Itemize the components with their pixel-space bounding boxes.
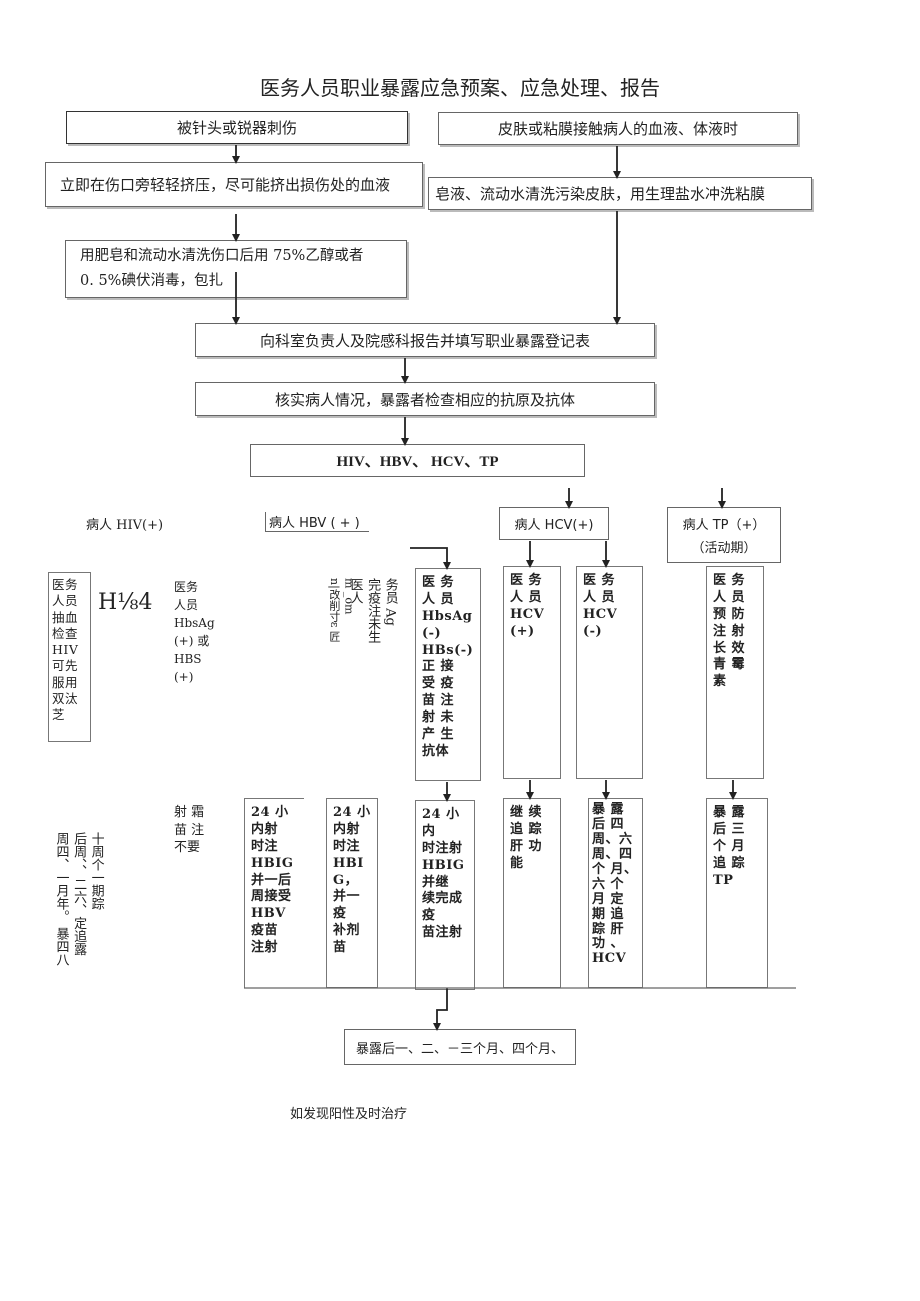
skin-contact-label: 皮肤或粘膜接触病人的血液、体液时	[497, 120, 738, 138]
tp-staff-text: 医 务 人 员 预 防 注 射 长 效 青 霉 素	[713, 573, 746, 690]
branch-hiv-label: 病人 HIV(+)	[86, 518, 164, 533]
hbv-mid-text: 务员 Ag 完疫注未生 医人	[347, 578, 398, 643]
followup-label: 暴露后一、二、－三个月、四个月、	[355, 1041, 564, 1057]
branch-tp-label-1: 病人 TP（+）	[682, 518, 766, 533]
hiv-mark: H⅛4	[98, 590, 153, 615]
hcv-negative-followup-box: 暴 露 后 四 周、六 周、四 个 月、 六 个 月 定 期 追 踪 肝 功 、…	[588, 798, 643, 988]
tp-followup-text: 暴 露 后 三 个 月 追 踪 TP	[713, 805, 746, 888]
hiv-followup-text: 十周个一期踪 后周、、二六、定追露 周四、一月年。 暴四八	[53, 832, 104, 967]
wash-skin-box: 皂液、流动水清洗污染皮肤，用生理盐水冲洗粘膜	[428, 177, 812, 210]
verify-box: 核实病人情况，暴露者检查相应的抗原及抗体	[195, 382, 655, 416]
wash-skin-label: 皂液、流动水清洗污染皮肤，用生理盐水冲洗粘膜	[435, 185, 766, 203]
branch-tp-label-2: （活动期）	[691, 541, 757, 556]
hbv-negative-text: 医 务 人 员 HbsAg (-) HBs(-) 正 接 受 疫 苗 注 射 未…	[422, 575, 474, 759]
hcv-positive-followup-text: 继 续 追 踪 肝 功 能	[510, 805, 543, 871]
conclusion-text: 如发现阳性及时治疗	[290, 1107, 408, 1122]
hbig-box-2: 24 小内射 时注 HBIG，并一疫 补剂苗	[326, 798, 378, 988]
hbig-text-2: 24 小内射 时注 HBIG，并一疫 补剂苗	[333, 805, 371, 956]
hbv-negative-box: 医 务 人 员 HbsAg (-) HBs(-) 正 接 受 疫 苗 注 射 未…	[415, 568, 481, 781]
hbig-box-3: 24 小内 时注射 HBIG 并继 续完成疫 苗注射	[415, 800, 475, 990]
hcv-positive-followup-box: 继 续 追 踪 肝 功 能	[503, 798, 561, 988]
arrow-to-followup	[433, 988, 448, 1031]
hcv-positive-text: 医 务 人 员 HCV (+)	[510, 573, 545, 639]
needle-injury-box: 被针头或锐器刺伤	[66, 111, 408, 144]
squeeze-wound-label: 立即在伤口旁轻轻挤压，尽可能挤出损伤处的血液	[60, 176, 391, 194]
hiv-staff-box: 医务 人员 抽血 检查 HIV 可先 服用 双汰 芝	[48, 572, 91, 742]
branch-hbv-box: 病人 HBV ( + )	[265, 512, 369, 532]
page-title: 医务人员职业暴露应急预案、应急处理、报告	[260, 76, 660, 100]
tests-label: HIV、HBV、 HCV、TP	[336, 454, 499, 470]
hcv-negative-followup-text: 暴 露 后 四 周、六 周、四 个 月、 六 个 月 定 期 追 踪 肝 功 、…	[592, 802, 638, 967]
branch-hbv-label: 病人 HBV ( + )	[269, 516, 360, 531]
tp-staff-box: 医 务 人 员 预 防 注 射 长 效 青 霉 素	[706, 566, 764, 779]
verify-label: 核实病人情况，暴露者检查相应的抗原及抗体	[274, 390, 575, 409]
hbv-positive-text: 医务 人员 HbsAg (+) 或 HBS (+)	[174, 580, 215, 684]
hcv-negative-text: 医 务 人 员 HCV (-)	[583, 573, 618, 639]
report-box: 向科室负责人及院感科报告并填写职业暴露登记表	[195, 323, 655, 357]
hbig-text-1: 24 小内射 时注 HBIG 并一后 周接受 HBV 疫苗 注射	[251, 805, 294, 956]
needle-injury-label: 被针头或锐器刺伤	[176, 119, 297, 137]
report-label: 向科室负责人及院感科报告并填写职业暴露登记表	[259, 331, 590, 350]
branch-tp-box: 病人 TP（+） （活动期）	[667, 507, 781, 563]
hbig-text-3: 24 小内 时注射 HBIG 并继 续完成疫 苗注射	[422, 807, 465, 941]
disinfect-line-2: 0. 5%碘伏消毒，包扎	[80, 273, 223, 289]
hbig-box-1: 24 小内射 时注 HBIG 并一后 周接受 HBV 疫苗 注射	[244, 798, 304, 988]
tp-followup-box: 暴 露 后 三 个 月 追 踪 TP	[706, 798, 768, 988]
branch-hcv-box: 病人 HCV(+)	[499, 507, 609, 540]
hcv-negative-box: 医 务 人 员 HCV (-)	[576, 566, 643, 779]
hbv-garbled-text: m _om n|改削寸ε 匠	[327, 578, 356, 642]
followup-box: 暴露后一、二、－三个月、四个月、	[344, 1029, 576, 1065]
branch-hcv-label: 病人 HCV(+)	[514, 518, 594, 533]
hcv-positive-box: 医 务 人 员 HCV (+)	[503, 566, 561, 779]
hbv-no-vaccine-text: 射 霜 苗 注 不要	[174, 805, 205, 856]
disinfect-line-1: 用肥皂和流动水清洗伤口后用 75%乙醇或者	[80, 248, 364, 265]
tests-box: HIV、HBV、 HCV、TP	[250, 444, 585, 477]
skin-contact-box: 皮肤或粘膜接触病人的血液、体液时	[438, 112, 798, 145]
arrow-to-hbv-negative	[410, 547, 451, 570]
hiv-staff-text: 医务 人员 抽血 检查 HIV 可先 服用 双汰 芝	[52, 577, 79, 722]
